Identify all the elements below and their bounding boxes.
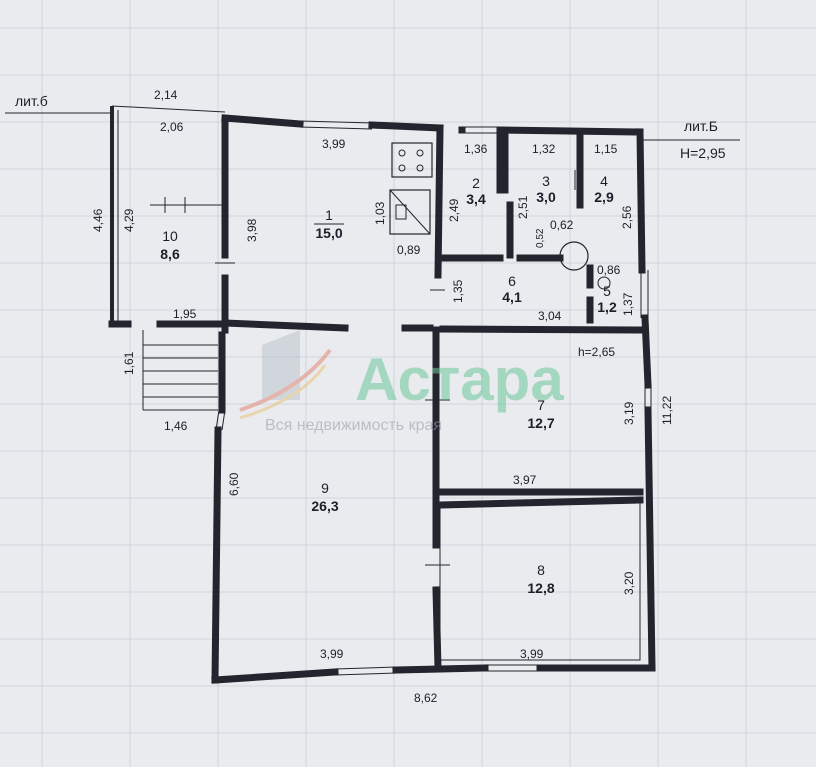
room-5-area: 1,2 <box>597 299 617 315</box>
furnace-icon <box>389 189 431 235</box>
dim-0-86: 0,86 <box>597 263 621 277</box>
room-8-area: 12,8 <box>527 580 554 596</box>
dim-3-04: 3,04 <box>538 309 562 323</box>
dim-11-22: 11,22 <box>660 396 674 425</box>
room-7-area: 12,7 <box>527 415 554 431</box>
lit-left-label: лит.б <box>15 93 48 109</box>
dim-0-52: 0,52 <box>535 228 546 248</box>
room-4-area: 2,9 <box>594 189 614 205</box>
room-1-area: 15,0 <box>315 225 342 241</box>
annex-walls <box>108 105 226 328</box>
room-6-number: 6 <box>508 273 516 289</box>
room-4-number: 4 <box>600 173 608 189</box>
dim-3-99-top: 3,99 <box>322 137 346 151</box>
door-marks <box>150 170 576 566</box>
dim-2-51: 2,51 <box>516 195 530 219</box>
height-main-label: H=2,95 <box>680 145 726 161</box>
dim-4-29: 4,29 <box>122 208 136 232</box>
dim-2-14: 2,14 <box>154 88 178 102</box>
dim-1-36: 1,36 <box>464 142 488 156</box>
dim-6-60: 6,60 <box>227 472 241 496</box>
dim-2-56: 2,56 <box>620 205 634 229</box>
height-corridor-label: h=2,65 <box>578 345 615 359</box>
dim-1-35: 1,35 <box>451 279 465 303</box>
room-10-area: 8,6 <box>160 246 180 262</box>
dim-3-97: 3,97 <box>513 473 537 487</box>
room-9-area: 26,3 <box>311 498 338 514</box>
room-1-number: 1 <box>325 207 333 223</box>
watermark-tagline: Вся недвижимость края <box>265 417 442 434</box>
logo-icon <box>239 330 332 420</box>
dim-3-99-bottom-right: 3,99 <box>520 647 544 661</box>
dim-0-62: 0,62 <box>550 218 574 232</box>
porch-stairs <box>142 330 218 411</box>
dim-1-61: 1,61 <box>122 351 136 375</box>
stove-icon <box>391 142 433 178</box>
dim-4-46: 4,46 <box>91 208 105 232</box>
watermark-brand: Астара <box>355 346 564 413</box>
room-5-number: 5 <box>603 283 611 299</box>
room-3-area: 3,0 <box>536 189 556 205</box>
dim-1-32: 1,32 <box>532 142 556 156</box>
dim-1-15: 1,15 <box>594 142 618 156</box>
boiler-icon <box>559 241 589 271</box>
main-walls <box>211 114 656 684</box>
room-6-area: 4,1 <box>502 289 522 305</box>
dim-8-62: 8,62 <box>414 691 438 705</box>
lit-right-label: лит.Б <box>684 118 718 134</box>
dim-3-98: 3,98 <box>245 218 259 242</box>
dim-3-19: 3,19 <box>622 401 636 425</box>
dimension-labels: 2,14 2,06 3,99 1,36 1,32 1,15 4,46 4,29 … <box>91 88 674 705</box>
room-8-number: 8 <box>537 562 545 578</box>
watermark: Астара Вся недвижимость края <box>239 330 564 434</box>
toilet-icon <box>597 276 611 290</box>
room-9-number: 9 <box>321 480 329 496</box>
room-7-number: 7 <box>537 397 545 413</box>
dim-2-49: 2,49 <box>447 198 461 222</box>
dim-1-95: 1,95 <box>173 307 197 321</box>
dim-2-06: 2,06 <box>160 120 184 134</box>
dim-0-89: 0,89 <box>397 243 421 257</box>
room-labels: 1 15,0 2 3,4 3 3,0 4 2,9 5 1,2 6 4,1 7 1… <box>160 173 617 596</box>
dim-1-46: 1,46 <box>164 419 188 433</box>
dim-1-03: 1,03 <box>373 201 387 225</box>
room-2-area: 3,4 <box>466 191 486 207</box>
room-10-number: 10 <box>162 228 178 244</box>
room-3-number: 3 <box>542 173 550 189</box>
room-2-number: 2 <box>472 175 480 191</box>
dim-3-20: 3,20 <box>622 571 636 595</box>
dim-1-37: 1,37 <box>621 292 635 316</box>
windows <box>215 120 652 676</box>
dim-3-99-bottom-left: 3,99 <box>320 647 344 661</box>
